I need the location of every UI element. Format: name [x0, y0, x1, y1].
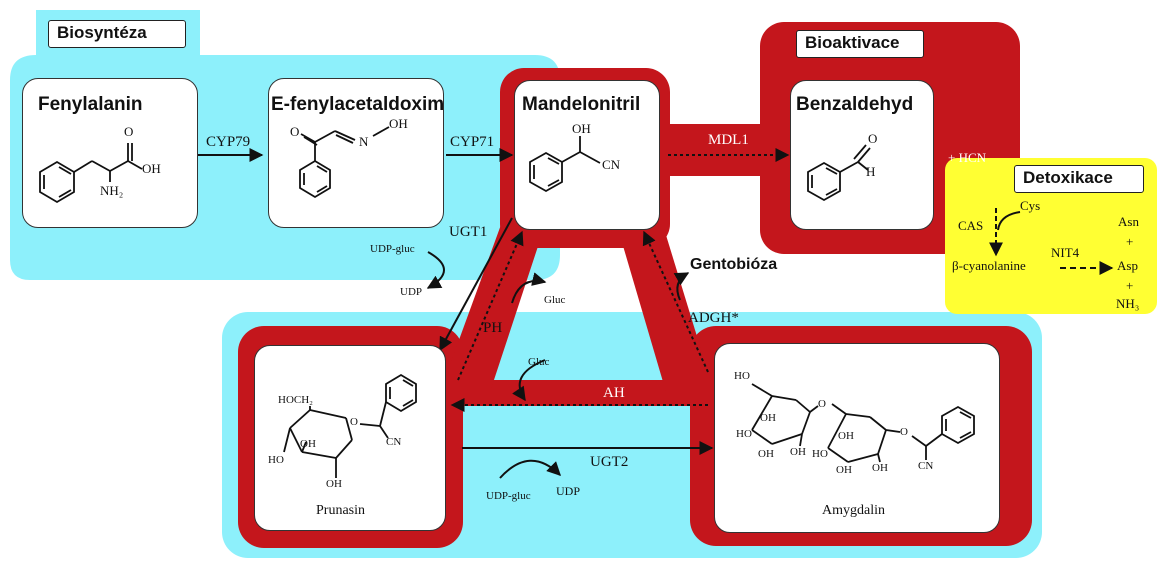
cofactor-udp-1: UDP: [400, 286, 423, 298]
amyg-oh-1-label: OH: [760, 412, 776, 424]
enzyme-cas: CAS: [958, 218, 984, 233]
arrow-ugt1: [439, 217, 513, 352]
phe-oh-label: OH: [142, 161, 161, 176]
prunasin-oh-2-label: OH: [326, 478, 342, 490]
curve-gluc-1: [511, 272, 547, 304]
pathway-arrows: [198, 148, 1114, 479]
benzaldehyde-title: Benzaldehyd: [796, 94, 914, 115]
phe-nh2-label: NH₂: [100, 183, 124, 198]
benz-h-label: H: [866, 164, 876, 179]
enzyme-ugt2: UGT2: [590, 454, 629, 470]
enzyme-cyp71: CYP71: [450, 134, 495, 150]
curve-gentobiose: [673, 272, 690, 301]
red-leg-right: [616, 222, 714, 392]
biosynthesis-label: Biosyntéza: [48, 20, 186, 48]
benzaldehyde-card: [790, 80, 934, 230]
prunasin-hoch2-label: HOCH₂: [278, 394, 314, 406]
detox-plus-2: +: [1126, 278, 1134, 293]
bioactivation-label: Bioaktivace: [796, 30, 924, 58]
phe-o-label: O: [124, 124, 134, 139]
amyg-oh-5-label: OH: [836, 464, 852, 476]
amyg-oh-2-label: OH: [758, 448, 774, 460]
arrow-adgh: [642, 230, 709, 373]
prunasin-card: [254, 345, 446, 531]
amyg-ho-3-label: HO: [812, 448, 828, 460]
cofactor-gluc-1: Gluc: [544, 294, 566, 306]
arrow-ph: [457, 230, 524, 381]
arrow-cys-join: [997, 211, 1021, 231]
detox-plus-1: +: [1126, 234, 1134, 249]
detoxification-label: Detoxikace: [1014, 165, 1144, 193]
amyg-ho-2-label: HO: [736, 428, 752, 440]
amyg-ho-label: HO: [734, 370, 750, 382]
enzyme-adgh: ADGH*: [688, 310, 739, 326]
phenylacetaldoxime-title: E-fenylacetaldoxim: [271, 94, 445, 115]
enzyme-mdl1: MDL1: [708, 132, 749, 148]
amygdalin-title: Amygdalin: [822, 503, 885, 518]
cofactor-gluc-2: Gluc: [528, 356, 550, 368]
mandelo-oh-label: OH: [572, 121, 591, 136]
prunasin-title: Prunasin: [316, 503, 365, 518]
amygdalin-card: [714, 343, 1000, 533]
detox-asp: Asp: [1117, 258, 1138, 273]
detox-asn: Asn: [1118, 214, 1139, 229]
cofactor-udp-2: UDP: [556, 484, 581, 498]
amyg-o-1-label: O: [818, 398, 826, 410]
amyg-oh-6-label: OH: [872, 462, 888, 474]
mandelo-cn-label: CN: [602, 157, 621, 172]
detox-cyanoalanine: β-cyanolanine: [952, 258, 1026, 273]
amyg-o-2-label: O: [900, 426, 908, 438]
phenylalanine-card: [22, 78, 198, 228]
enzyme-ugt1: UGT1: [449, 224, 488, 240]
curve-udp-ugt1: [426, 251, 445, 289]
curve-gluc-2: [512, 359, 546, 402]
prunasin-oh-1-label: OH: [300, 438, 316, 450]
oxime-n-label: N: [359, 134, 369, 149]
enzyme-nit4: NIT4: [1051, 245, 1080, 260]
enzyme-ph: PH: [483, 320, 503, 336]
detox-region: [945, 158, 1157, 314]
oxime-o-label: O: [290, 124, 300, 139]
prunasin-ho-label: HO: [268, 454, 284, 466]
amyg-oh-4-label: OH: [838, 430, 854, 442]
cofactor-gentobiose: Gentobióza: [690, 256, 778, 273]
benz-o-label: O: [868, 131, 878, 146]
phenylalanine-title: Fenylalanin: [38, 94, 143, 115]
cofactor-hcn: + HCN: [948, 150, 987, 165]
enzyme-ah: AH: [603, 385, 625, 401]
cofactor-udp-gluc-1: UDP-gluc: [370, 243, 415, 255]
phenylacetaldoxime-card: [268, 78, 444, 228]
mandelonitrile-title: Mandelonitril: [522, 94, 641, 115]
detox-cys: Cys: [1020, 198, 1041, 213]
amyg-cn-label: CN: [918, 460, 934, 472]
amyg-oh-3-label: OH: [790, 446, 806, 458]
oxime-oh-label: OH: [389, 116, 408, 131]
prunasin-cn-label: CN: [386, 436, 402, 448]
cofactor-udp-gluc-2: UDP-gluc: [486, 490, 531, 502]
red-leg-left: [440, 222, 546, 392]
enzyme-cyp79: CYP79: [206, 134, 251, 150]
prunasin-o-label: O: [350, 416, 358, 428]
curve-udp-ugt2: [499, 459, 561, 479]
detox-nh3: NH₃: [1116, 296, 1140, 311]
